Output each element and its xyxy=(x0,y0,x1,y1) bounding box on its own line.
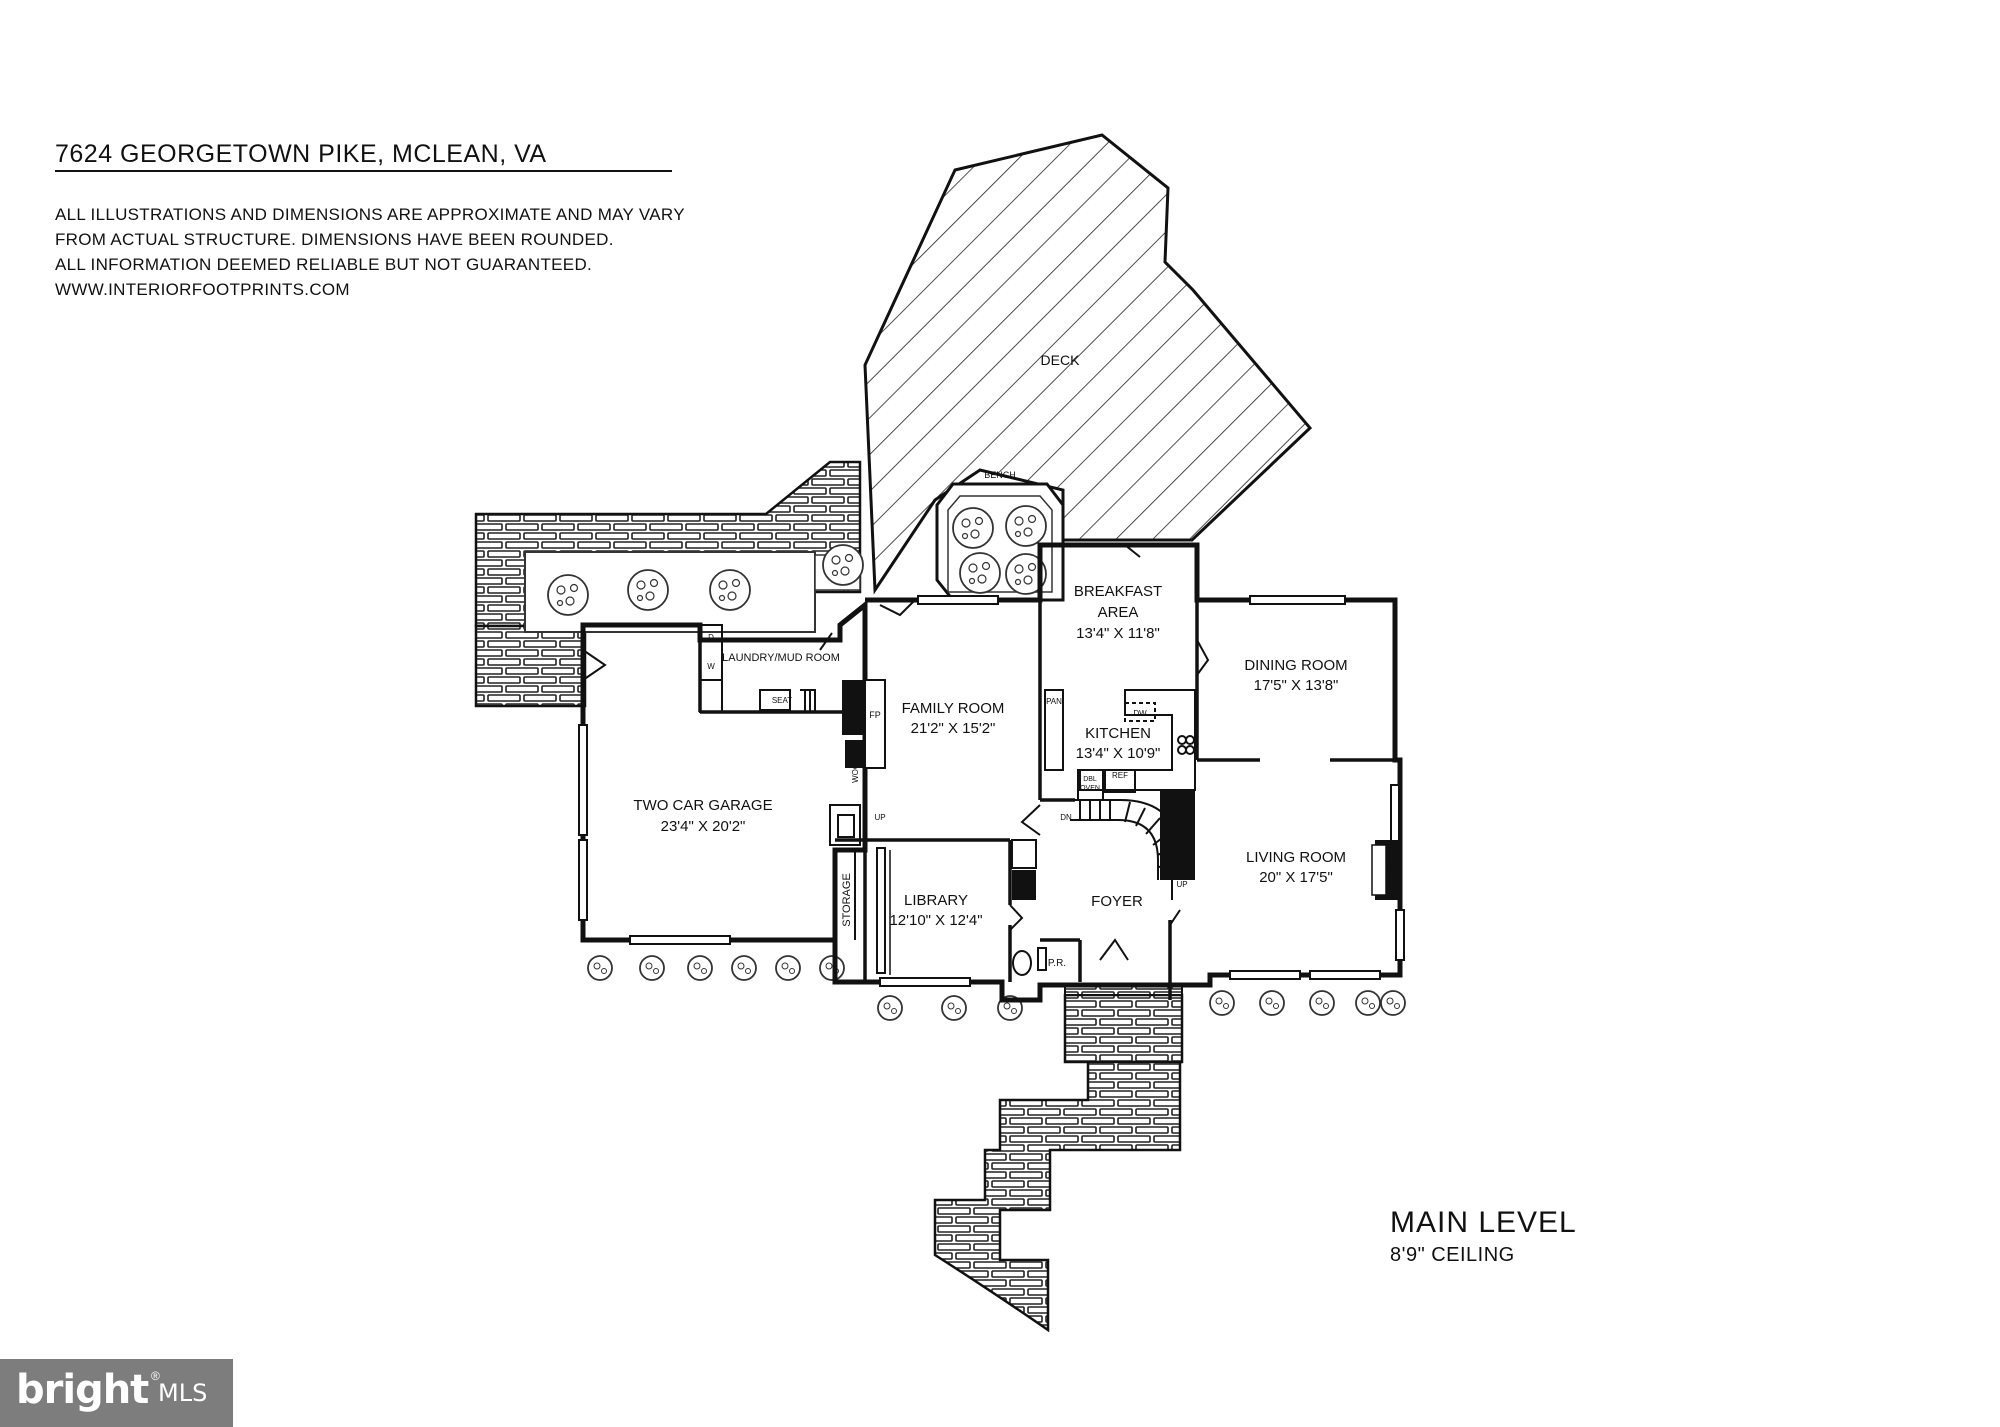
ceiling-height: 8'9" CEILING xyxy=(1390,1244,1515,1266)
dining-room-label: DINING ROOM xyxy=(1244,657,1347,674)
garage-dimensions: 23'4" X 20'2" xyxy=(661,818,746,835)
dishwasher-label: DW xyxy=(1133,709,1147,718)
breakfast-dimensions: 13'4" X 11'8" xyxy=(1076,625,1160,642)
bench-label: BENCH xyxy=(984,470,1016,480)
address-underline xyxy=(55,170,672,172)
shrub-icon xyxy=(822,544,864,586)
disclaimer-line: ALL INFORMATION DEEMED RELIABLE BUT NOT … xyxy=(55,255,593,274)
powder-room-label: P.R. xyxy=(1048,958,1066,969)
property-address: 7624 GEORGETOWN PIKE, MCLEAN, VA xyxy=(55,140,547,168)
level-name: MAIN LEVEL xyxy=(1390,1206,1577,1239)
laundry-label: LAUNDRY/MUD ROOM xyxy=(722,652,840,664)
library-label: LIBRARY xyxy=(904,892,968,909)
living-room-label: LIVING ROOM xyxy=(1246,849,1346,866)
door-swings xyxy=(582,544,1210,961)
foyer-label: FOYER xyxy=(1091,893,1143,910)
double-oven-label: DBL xyxy=(1083,776,1097,783)
pantry-label: PAN xyxy=(1046,697,1062,706)
dining-room-dimensions: 17'5" X 13'8" xyxy=(1254,677,1339,694)
disclaimer-line: FROM ACTUAL STRUCTURE. DIMENSIONS HAVE B… xyxy=(55,230,614,249)
family-room-dimensions: 21'2" X 15'2" xyxy=(911,720,996,737)
stairs-down-label: DN xyxy=(1060,813,1072,822)
living-room-dimensions: 20" X 17'5" xyxy=(1259,869,1333,886)
deck xyxy=(863,133,1313,595)
powder-room-fixtures xyxy=(1012,947,1047,976)
kitchen-dimensions: 13'4" X 10'9" xyxy=(1076,745,1161,762)
brand-suffix: MLS xyxy=(158,1379,208,1407)
deck-label: DECK xyxy=(1041,352,1081,368)
shrub-icon xyxy=(959,552,1001,594)
windows xyxy=(578,595,1405,987)
shrub-icon xyxy=(1005,505,1047,547)
storage-label: STORAGE xyxy=(841,873,853,927)
garage-label: TWO CAR GARAGE xyxy=(633,797,772,814)
seat-label: SEAT xyxy=(772,696,792,705)
shrub-icon xyxy=(709,569,751,611)
staircase xyxy=(1070,799,1181,900)
shrub-icon xyxy=(627,569,669,611)
fireplace-label: FP xyxy=(869,710,881,720)
foundation-plantings xyxy=(587,955,1406,1021)
bright-mls-logo: bright ® MLS xyxy=(0,1359,233,1427)
library-dimensions: 12'10" X 12'4" xyxy=(889,912,982,929)
brick-walkway xyxy=(933,984,1184,1333)
breakfast-label: AREA xyxy=(1098,604,1139,621)
disclaimer: ALL ILLUSTRATIONS AND DIMENSIONS ARE APP… xyxy=(55,202,685,302)
disclaimer-line: ALL ILLUSTRATIONS AND DIMENSIONS ARE APP… xyxy=(55,205,685,224)
registered-mark: ® xyxy=(151,1369,160,1383)
garage-stairs-up-label: UP xyxy=(874,813,885,822)
kitchen-label: KITCHEN xyxy=(1085,725,1151,742)
shrub-icon xyxy=(547,574,589,616)
breakfast-label: BREAKFAST xyxy=(1074,583,1162,600)
washer-label: W xyxy=(707,662,715,671)
fireplace-label: FP xyxy=(1386,864,1398,874)
stairs-up-label: UP xyxy=(1176,880,1187,889)
laundry-fixtures xyxy=(699,624,816,713)
shrub-icon xyxy=(952,507,994,549)
family-room-label: FAMILY ROOM xyxy=(902,700,1005,717)
garage-steps xyxy=(829,804,891,975)
wood-storage-label: WOOD xyxy=(851,757,860,783)
refrigerator-label: REF xyxy=(1112,771,1128,780)
disclaimer-website: WWW.INTERIORFOOTPRINTS.COM xyxy=(55,280,350,299)
brand-name: bright xyxy=(16,1367,149,1413)
dryer-label: D xyxy=(708,633,714,642)
double-oven-label: OVEN xyxy=(1080,785,1100,792)
kitchen-cabinets xyxy=(1044,689,1196,801)
